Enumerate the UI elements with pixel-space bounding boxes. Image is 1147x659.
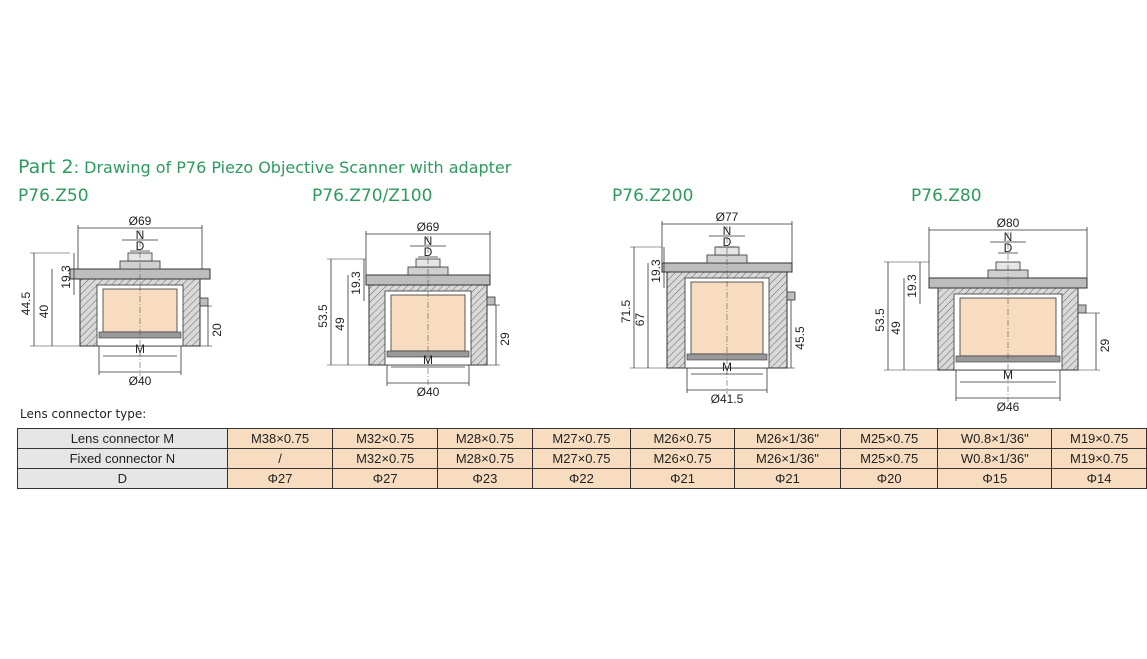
- total-height-label: 71.5: [619, 299, 633, 323]
- drawing-0: [69, 230, 211, 376]
- inner-height-label: 67: [633, 313, 647, 327]
- table-cell: M32×0.75: [332, 448, 439, 469]
- model-title-z80: P76.Z80: [911, 186, 982, 206]
- table-cell: Φ21: [733, 468, 841, 489]
- table-cell: W0.8×1/36": [937, 448, 1053, 469]
- table-cell: M28×0.75: [437, 428, 533, 449]
- side-height-label: 29: [1098, 339, 1112, 353]
- m-label: M: [423, 353, 433, 367]
- top-height-label: 19.3: [349, 271, 363, 295]
- total-height-label: 53.5: [316, 304, 330, 328]
- inner-height-label: 49: [333, 317, 347, 331]
- table-cell: M32×0.75: [332, 428, 439, 449]
- title-part: Part 2: [18, 156, 74, 178]
- bottom-diameter-label: Ø40: [417, 385, 440, 399]
- total-height-label: 44.5: [19, 291, 33, 315]
- table-cell: M27×0.75: [531, 448, 632, 469]
- table-cell: Φ27: [226, 468, 334, 489]
- m-label: M: [135, 342, 145, 356]
- table-cell: M26×1/36": [733, 428, 841, 449]
- d-label: D: [723, 235, 732, 249]
- m-label: M: [1003, 368, 1013, 382]
- table-cell: M19×0.75: [1051, 448, 1147, 469]
- d-label: D: [424, 245, 433, 259]
- inner-height-label: 49: [889, 321, 903, 335]
- table-cell: W0.8×1/36": [937, 428, 1053, 449]
- drawing-2: [661, 226, 796, 394]
- lens-connector-caption: Lens connector type:: [20, 407, 147, 421]
- table-cell: M28×0.75: [437, 448, 533, 469]
- bottom-diameter-label: Ø40: [129, 374, 152, 388]
- table-cell: Φ23: [437, 468, 533, 489]
- table-cell: Φ15: [937, 468, 1053, 489]
- side-height-label: 29: [498, 332, 512, 346]
- side-height-label: 20: [210, 323, 224, 337]
- top-diameter-label: Ø69: [417, 220, 440, 234]
- table-cell: /: [226, 448, 334, 469]
- top-height-label: 19.3: [59, 265, 73, 289]
- table-cell: Φ20: [839, 468, 939, 489]
- drawing-3: [928, 232, 1088, 402]
- table-cell: M25×0.75: [839, 448, 939, 469]
- top-height-label: 19.3: [649, 259, 663, 283]
- table-cell: M19×0.75: [1051, 428, 1147, 449]
- side-height-label: 45.5: [793, 326, 807, 350]
- title-rest: : Drawing of P76 Piezo Objective Scanner…: [73, 158, 512, 177]
- n-label: N: [1004, 230, 1013, 244]
- top-diameter-label: Ø69: [129, 214, 152, 228]
- table-cell: M27×0.75: [531, 428, 632, 449]
- total-height-label: 53.5: [873, 308, 887, 332]
- bottom-diameter-label: Ø46: [997, 400, 1020, 414]
- row-label: Lens connector M: [17, 428, 228, 449]
- table-cell: Φ21: [630, 468, 735, 489]
- d-label: D: [1004, 241, 1013, 255]
- drawing-1: [365, 236, 496, 387]
- model-title-z50: P76.Z50: [18, 186, 89, 206]
- n-label: N: [424, 234, 433, 248]
- table-cell: M25×0.75: [839, 428, 939, 449]
- row-label: D: [17, 468, 228, 489]
- table-cell: Φ27: [332, 468, 439, 489]
- n-label: N: [723, 224, 732, 238]
- table-cell: M26×0.75: [630, 448, 735, 469]
- top-height-label: 19.3: [905, 274, 919, 298]
- table-cell: Φ22: [531, 468, 632, 489]
- model-title-z70-z100: P76.Z70/Z100: [312, 186, 433, 206]
- page-title: Part 2: Drawing of P76 Piezo Objective S…: [18, 156, 511, 178]
- model-title-z200: P76.Z200: [612, 186, 694, 206]
- bottom-diameter-label: Ø41.5: [711, 392, 744, 406]
- table-cell: M26×0.75: [630, 428, 735, 449]
- top-diameter-label: Ø77: [716, 210, 739, 224]
- table-cell: M38×0.75: [226, 428, 334, 449]
- d-label: D: [136, 239, 145, 253]
- inner-height-label: 40: [37, 305, 51, 319]
- top-diameter-label: Ø80: [997, 216, 1020, 230]
- table-cell: M26×1/36": [733, 448, 841, 469]
- table-cell: Φ14: [1051, 468, 1147, 489]
- m-label: M: [722, 360, 732, 374]
- n-label: N: [136, 228, 145, 242]
- row-label: Fixed connector N: [17, 448, 228, 469]
